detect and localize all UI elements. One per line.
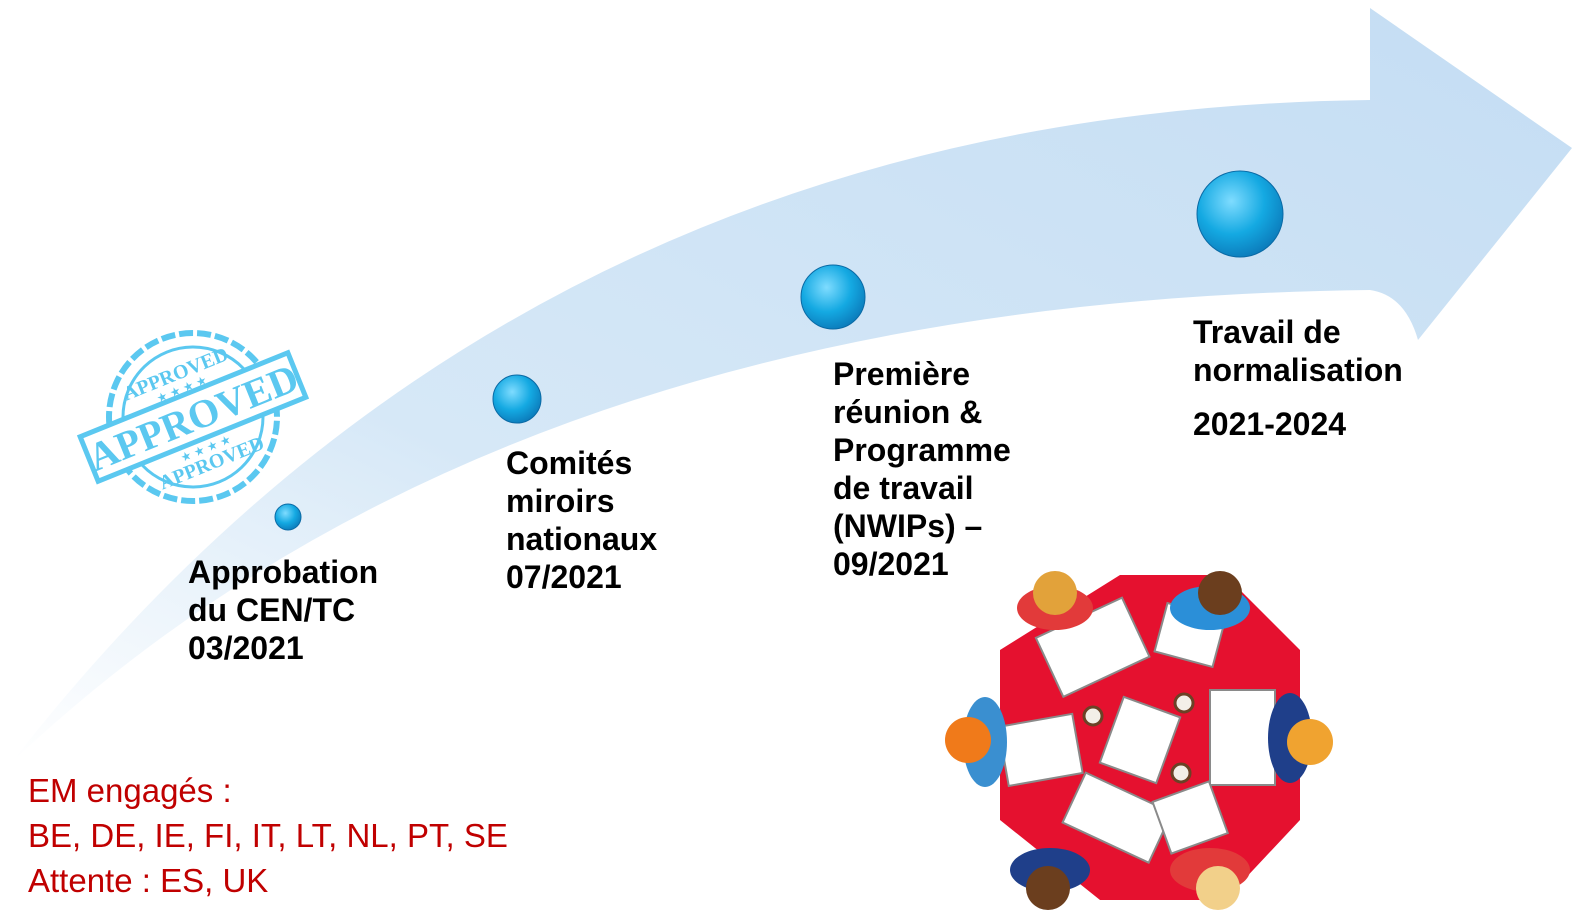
milestone-dot-1 bbox=[274, 503, 302, 531]
member-states-engaged: BE, DE, IE, FI, IT, LT, NL, PT, SE bbox=[28, 817, 508, 854]
member-states-pending: Attente : ES, UK bbox=[28, 862, 269, 899]
member-states-heading: EM engagés : bbox=[28, 772, 232, 809]
milestone-3-label: Première réunion & Programme de travail … bbox=[833, 356, 1011, 582]
laptop-2 bbox=[1209, 689, 1276, 786]
coffee-cup-1 bbox=[1082, 705, 1104, 727]
curved-arrow bbox=[12, 8, 1572, 762]
person-bottom-left bbox=[1010, 848, 1090, 910]
person-bottom-right bbox=[1170, 848, 1250, 910]
document-2 bbox=[1098, 695, 1182, 785]
milestone-1-label: Approbation du CEN/TC 03/2021 bbox=[188, 554, 379, 666]
person-top-right bbox=[1170, 571, 1250, 630]
milestone-dot-4 bbox=[1196, 170, 1284, 258]
milestone-4-period: 2021-2024 bbox=[1193, 406, 1347, 442]
laptop-3 bbox=[1061, 771, 1174, 864]
person-top bbox=[1017, 571, 1093, 630]
document-4 bbox=[1151, 780, 1230, 855]
milestone-dot-3 bbox=[800, 264, 866, 330]
coffee-cup-2 bbox=[1173, 692, 1195, 714]
coffee-cup-3 bbox=[1170, 762, 1192, 784]
member-states-block: EM engagés : BE, DE, IE, FI, IT, LT, NL,… bbox=[28, 768, 508, 903]
meeting-table-illustration bbox=[945, 571, 1333, 910]
person-left bbox=[945, 697, 1007, 787]
document-1 bbox=[997, 712, 1084, 788]
person-right bbox=[1268, 693, 1333, 783]
milestone-2-label: Comités miroirs nationaux 07/2021 bbox=[506, 445, 658, 595]
milestone-4-label: Travail de normalisation bbox=[1193, 314, 1403, 388]
milestone-dot-2 bbox=[492, 374, 542, 424]
